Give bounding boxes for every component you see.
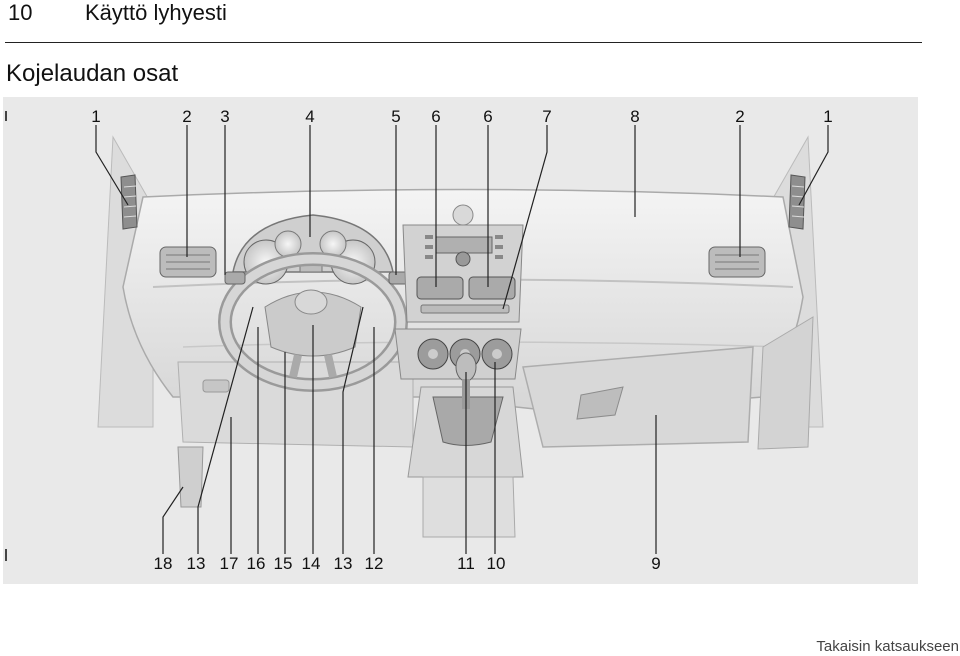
back-to-overview-link[interactable]: Takaisin katsaukseen <box>816 638 959 655</box>
callout-14: 14 <box>302 554 321 573</box>
instrument-cluster <box>232 214 394 285</box>
glovebox-handle-icon <box>576 386 624 420</box>
air-vent-right-icon <box>708 246 766 278</box>
callout-2: 2 <box>182 107 191 126</box>
callout-3: 3 <box>220 107 229 126</box>
callout-7: 7 <box>542 107 551 126</box>
callout-8: 8 <box>630 107 639 126</box>
callout-13b: 13 <box>334 554 353 573</box>
dashboard-illustration: 1 2 3 4 5 6 6 7 8 2 1 18 13 17 16 15 14 … <box>3 97 918 584</box>
callout-12: 12 <box>365 554 384 573</box>
callout-11: 11 <box>457 554 475 573</box>
section-title: Käyttö lyhyesti <box>85 0 227 25</box>
center-air-vents-icon <box>416 276 516 314</box>
callout-16: 16 <box>247 554 266 573</box>
side-air-vent-left-icon <box>120 174 138 230</box>
callout-13a: 13 <box>187 554 206 573</box>
callout-18: 18 <box>154 554 173 573</box>
page-heading: Kojelaudan osat <box>6 60 179 87</box>
callout-6a: 6 <box>431 107 440 126</box>
callout-10: 10 <box>487 554 506 573</box>
callout-2b: 2 <box>735 107 744 126</box>
header-divider <box>5 42 922 43</box>
callout-17: 17 <box>220 554 239 573</box>
bonnet-release-lever-icon <box>177 446 204 508</box>
callout-15: 15 <box>274 554 293 573</box>
callout-5: 5 <box>391 107 400 126</box>
air-vent-left-icon <box>159 246 217 278</box>
side-air-vent-right-icon <box>788 174 806 230</box>
callout-6b: 6 <box>483 107 492 126</box>
page-number: 10 <box>8 0 33 25</box>
callout-1: 1 <box>91 107 100 126</box>
callout-leaders <box>95 125 829 554</box>
callout-9: 9 <box>651 554 660 573</box>
callout-1b: 1 <box>823 107 832 126</box>
callout-4: 4 <box>305 107 314 126</box>
glovebox <box>522 346 754 448</box>
